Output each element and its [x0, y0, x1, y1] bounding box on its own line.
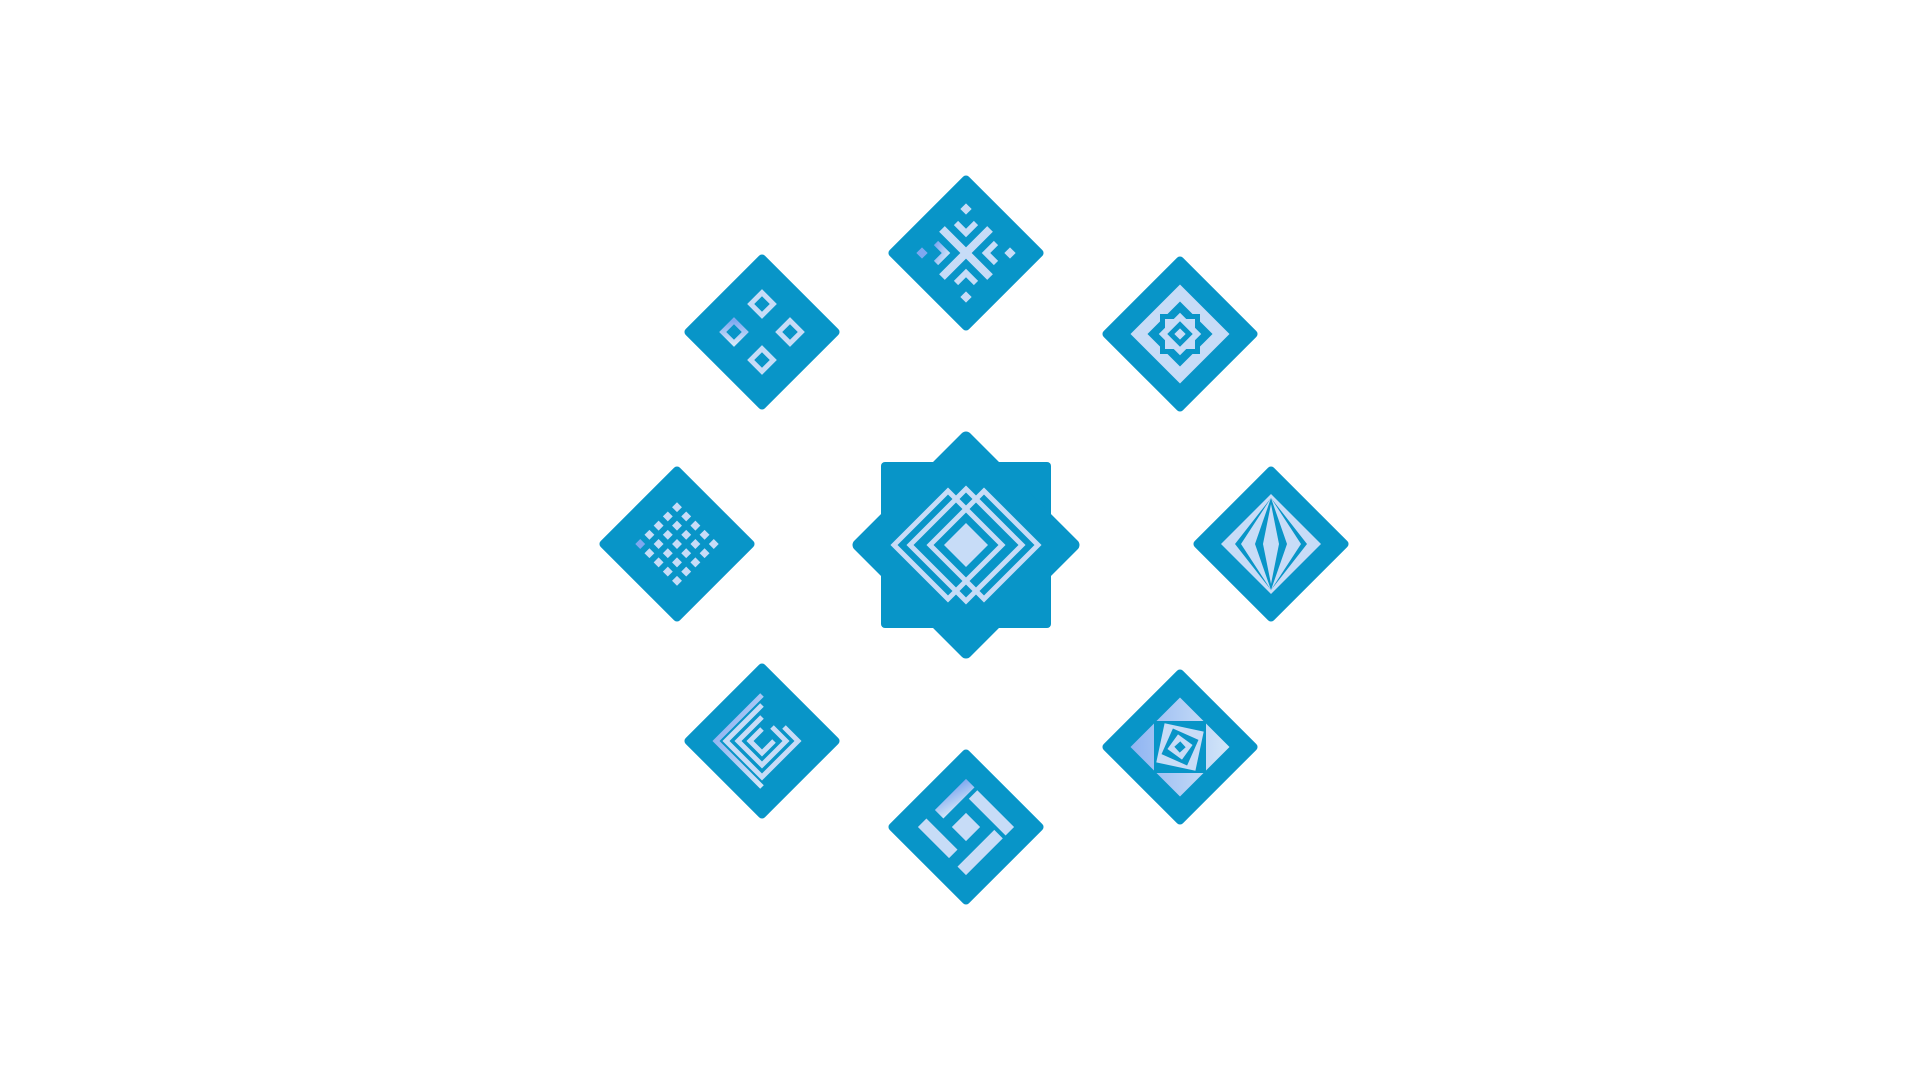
bottom-bars-tile-icon — [888, 749, 1044, 905]
right-spindle-tile-icon — [1193, 466, 1349, 622]
dot-grid-cell — [672, 539, 682, 549]
top-left-four-diamonds-tile-icon — [684, 254, 840, 410]
bottom-left-nested-chevron-tile-icon — [684, 663, 840, 819]
dot-grid-cell — [672, 502, 682, 513]
center-star-icon — [852, 431, 1080, 659]
dot-grid-cell — [681, 548, 692, 559]
dot-grid-cell — [662, 548, 673, 559]
left-dot-grid-tile-icon — [599, 466, 755, 622]
dot-grid-cell — [708, 539, 719, 549]
dot-grid-cell — [672, 575, 682, 586]
dot-grid-cell — [681, 529, 692, 540]
bottom-right-spiral-tile-icon — [1102, 669, 1258, 825]
top-cross-tile-icon — [888, 175, 1044, 331]
top-right-star-tile-icon — [1102, 256, 1258, 412]
dot-grid-cell — [662, 529, 673, 540]
dot-grid-cell — [635, 539, 646, 549]
